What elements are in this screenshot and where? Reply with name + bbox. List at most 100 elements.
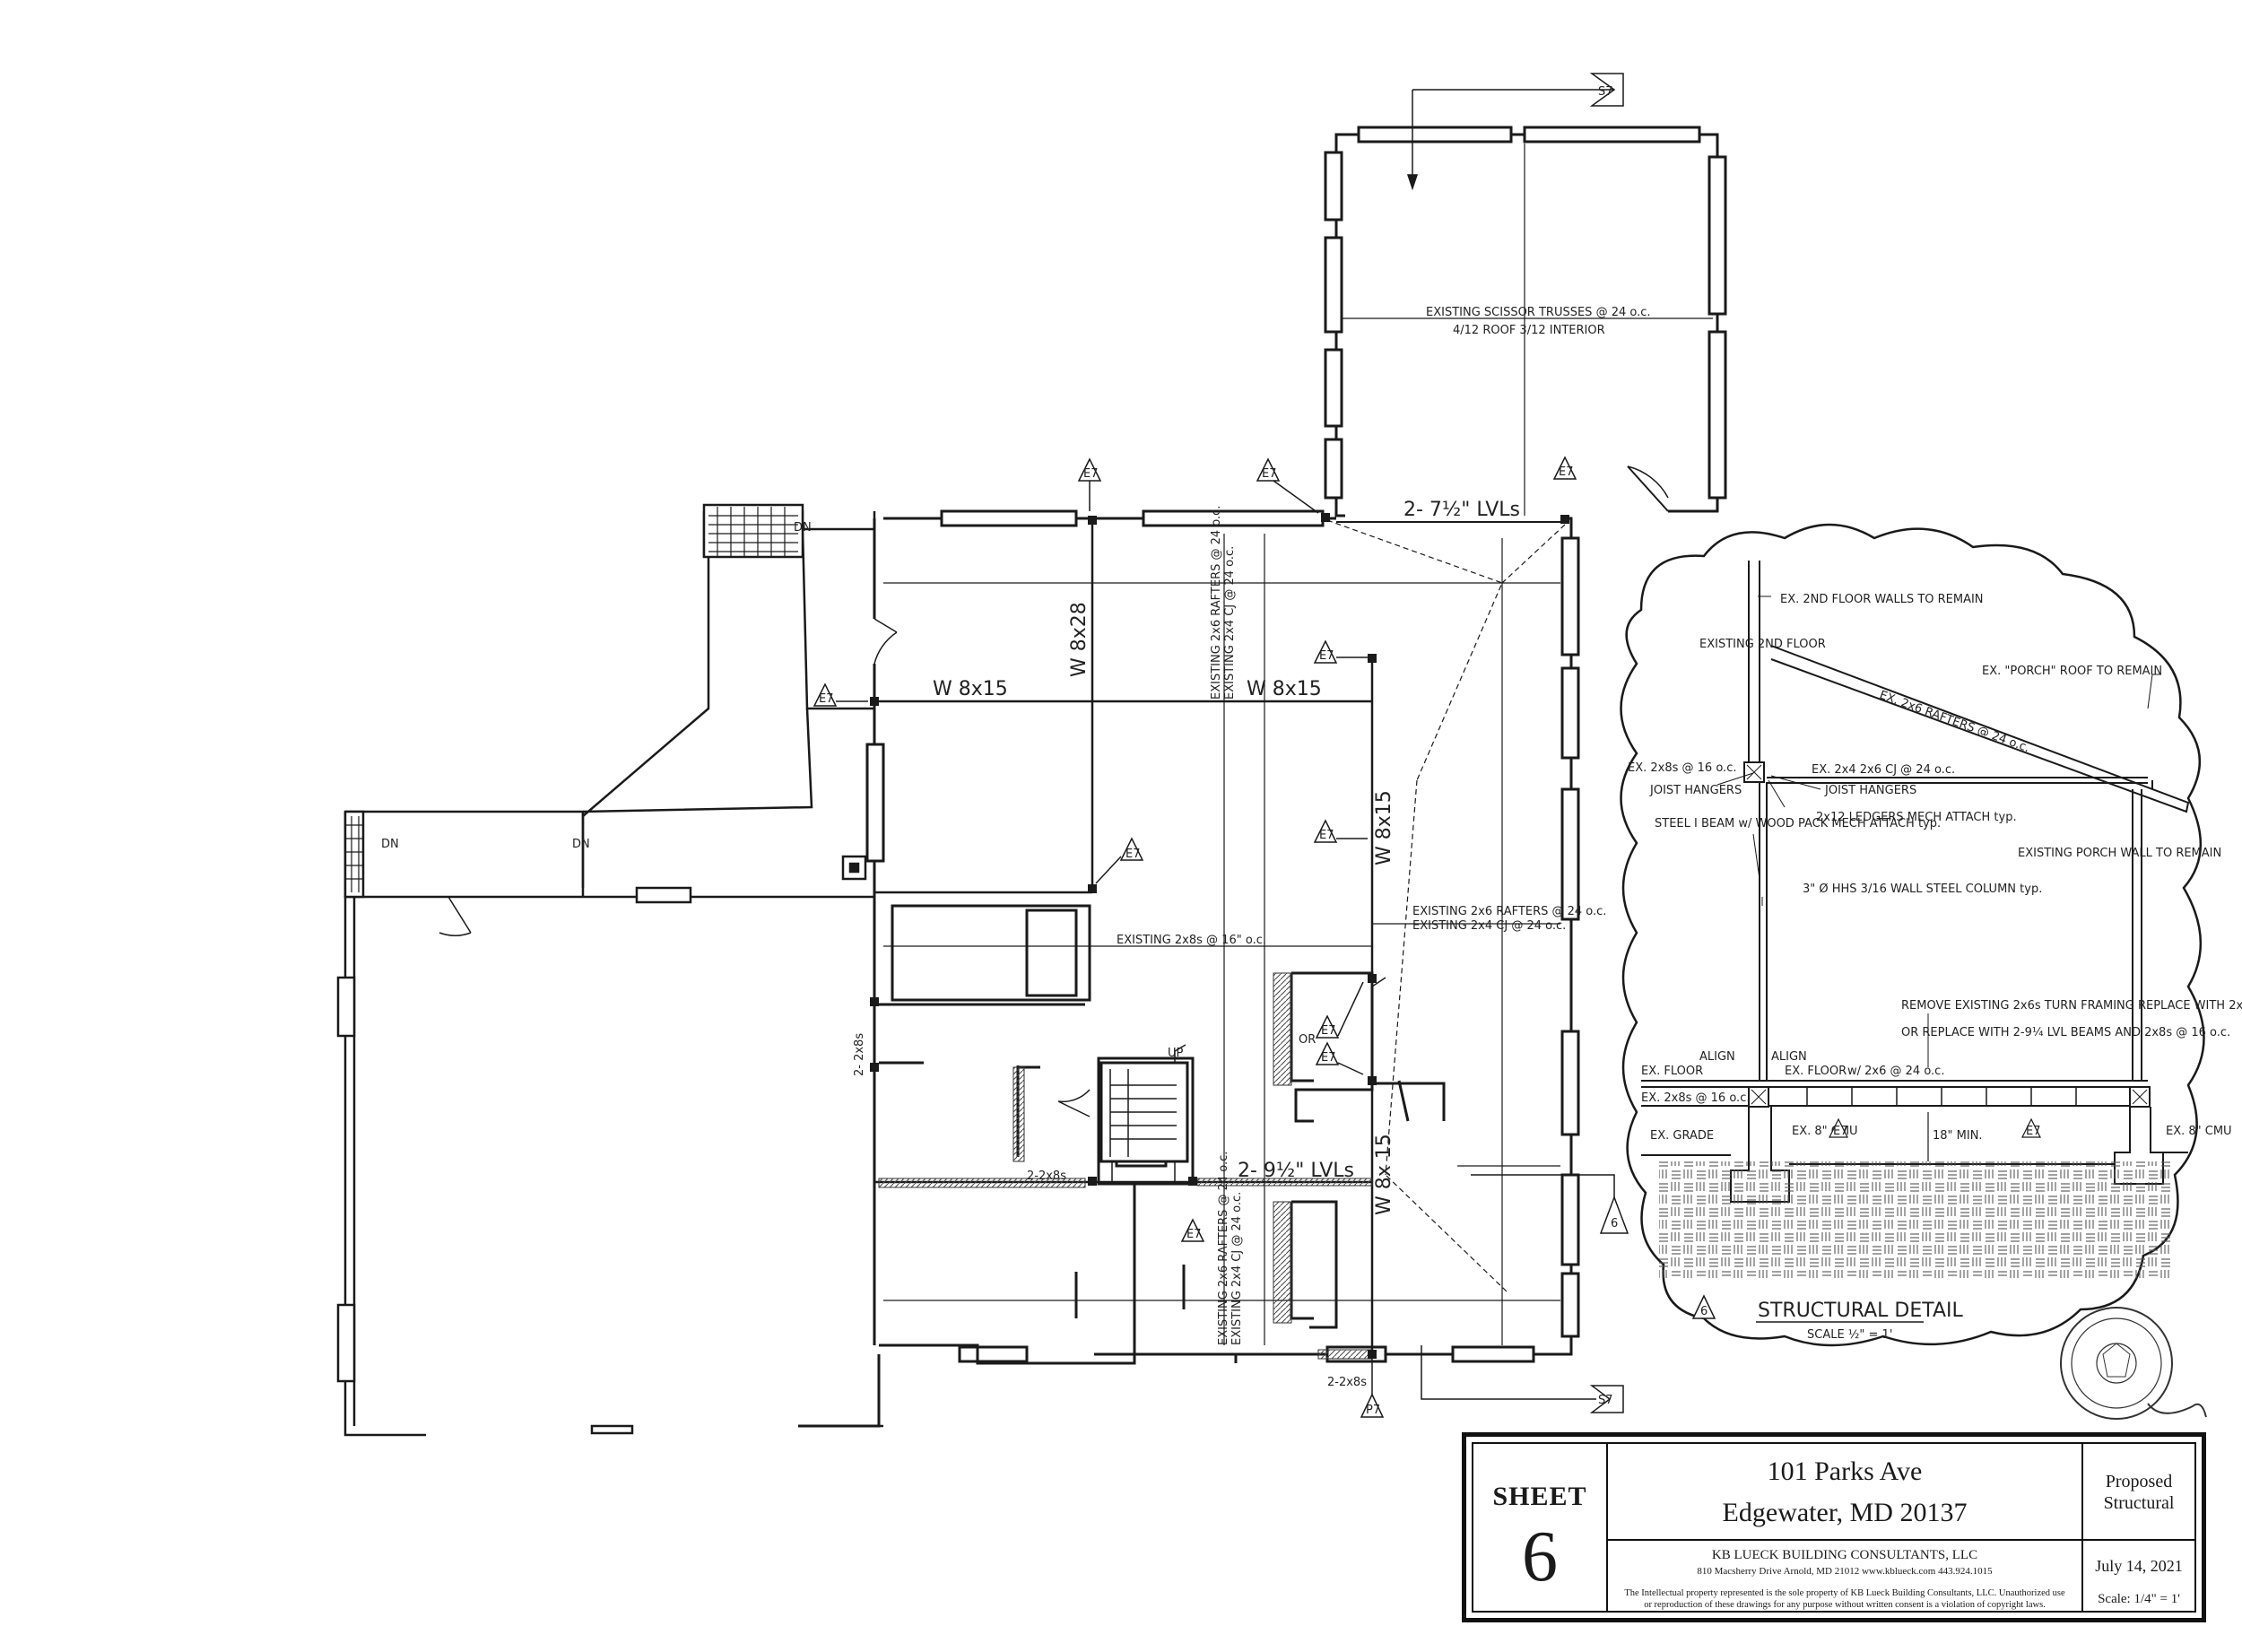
stair-dn-left-label: DN (381, 838, 399, 851)
drawing-date: July 14, 2021 (2095, 1557, 2183, 1575)
stair-dn-top-label: DN (794, 521, 812, 535)
firm-name: KB LUECK BUILDING CONSULTANTS, LLC (1711, 1548, 1978, 1562)
address-line1: 101 Parks Ave (1767, 1456, 1923, 1486)
soil-hatch (1659, 1161, 2170, 1278)
project-address-cell: 101 Parks Ave Edgewater, MD 20137 KB LUE… (1608, 1444, 2083, 1611)
note-cmu-right: EX. 8" CMU (2166, 1125, 2232, 1138)
svg-text:E7: E7 (1262, 467, 1277, 481)
joist-span-lines (883, 519, 1566, 1345)
svg-text:S7: S7 (1598, 85, 1613, 99)
lvl-mid-label: 2- 9½" LVLs (1238, 1160, 1354, 1182)
interior-walls (879, 904, 1446, 1354)
sheet-cell: SHEET 6 (1473, 1444, 1608, 1611)
note-or-replace: OR REPLACE WITH 2-9¼ LVL BEAMS AND 2x8s … (1901, 1026, 2230, 1039)
plan-labels: W 8x15 W 8x15 W 8x28 W 8x15 W 8x 15 2- 7… (381, 306, 1651, 1389)
pe-seal (2060, 1307, 2207, 1420)
detail-marker-e7-left: E7 (1833, 1125, 1848, 1138)
marker-e7-6: E7 (1313, 819, 1368, 843)
note-ex-floor-right: EX. FLOOR (1785, 1065, 1847, 1078)
stair-dn-right-label: DN (572, 838, 590, 851)
headers-2x8-left-label: 2- 2x8s (853, 1033, 866, 1076)
headers-2x8-mid-label: 2-2x8s (1027, 1169, 1066, 1183)
address-line2: Edgewater, MD 20137 (1722, 1498, 1968, 1527)
drawing-scale: Scale: 1/4" = 1' (2098, 1592, 2180, 1606)
headers-2x8-bottom-label: 2-2x8s (1327, 1376, 1367, 1389)
note-cj: EX. 2x4 2x6 CJ @ 24 o.c. (1812, 763, 1955, 777)
svg-text:E7: E7 (1321, 1024, 1336, 1038)
note-joist-2x6: w/ 2x6 @ 24 o.c. (1847, 1065, 1944, 1078)
note-18-min: 18" MIN. (1933, 1129, 1983, 1143)
marker-e7-1: E7 (1077, 457, 1102, 511)
or-mark: OR (1299, 1033, 1316, 1047)
existing-2x8-label: EXISTING 2x8s @ 16" o.c. (1117, 934, 1266, 947)
beam-w8x15-vert-lower-label: W 8x 15 (1373, 1134, 1395, 1215)
existing-rafters-lower-label: EXISTING 2x6 RAFTERS @ 24 o.c. (1217, 1152, 1230, 1345)
status-cell: Proposed Structural July 14, 2021 Scale:… (2083, 1444, 2194, 1611)
existing-cj-upper-label: EXISTING 2x4 CJ @ 24 o.c. (1223, 546, 1237, 700)
note-existing-2nd-floor: EXISTING 2ND FLOOR (1699, 638, 1826, 651)
section-cut-lines (1406, 89, 1615, 1400)
drawing-status: Proposed Structural (2103, 1472, 2175, 1513)
marker-e7-10: E7 (1180, 1218, 1205, 1242)
detail-marker-e7-right: E7 (2026, 1125, 2041, 1138)
detail-title: STRUCTURAL DETAIL (1758, 1300, 1963, 1322)
copyright-notice: The Intellectual property represented is… (1624, 1588, 2065, 1610)
note-cmu-left: EX. 8" CMU (1792, 1125, 1858, 1138)
structural-detail: EX. 2ND FLOOR WALLS TO REMAIN EXISTING 2… (1620, 523, 2242, 1347)
existing-rafters-upper-label: EXISTING 2x6 RAFTERS @ 24 o.c. (1210, 506, 1223, 700)
svg-text:E7: E7 (1321, 1051, 1336, 1065)
stair-up-label: UP (1168, 1047, 1184, 1060)
note-steel-beam: STEEL I BEAM w/ WOOD PACK MECH ATTACH ty… (1655, 817, 1941, 830)
note-rafters: EX. 2x6 RAFTERS @ 24 o.c. (1878, 689, 2031, 756)
note-joist-hanger-left: JOIST HANGERS (1649, 784, 1742, 797)
scissor-pitch-label: 4/12 ROOF 3/12 INTERIOR (1453, 324, 1605, 337)
sheet-label: SHEET (1492, 1482, 1587, 1511)
lvl-top-label: 2- 7½" LVLs (1403, 499, 1520, 521)
beam-w8x15-vert-upper-label: W 8x15 (1373, 790, 1395, 865)
divider (2083, 1539, 2194, 1541)
beam-w8x15-left-label: W 8x15 (933, 678, 1008, 700)
note-align-right: ALIGN (1771, 1050, 1807, 1064)
note-walls-remain: EX. 2ND FLOOR WALLS TO REMAIN (1780, 593, 1984, 606)
marker-e7-7: E7 (1095, 837, 1144, 884)
svg-text:E7: E7 (819, 692, 834, 706)
note-ledgers: 2x12 LEDGERS MECH ATTACH typ. (1816, 811, 2017, 824)
svg-text:E7: E7 (1083, 467, 1099, 481)
note-ex-2x8-low: EX. 2x8s @ 16 o.c. (1641, 1091, 1750, 1105)
svg-text:E7: E7 (1319, 829, 1334, 842)
main-house-walls (798, 509, 1580, 1428)
columns (870, 513, 1569, 1359)
title-block: SHEET 6 101 Parks Ave Edgewater, MD 2013… (1462, 1432, 2206, 1622)
upper-addition-walls (1324, 126, 1727, 523)
note-ex-2x8: EX. 2x8s @ 16 o.c. (1628, 761, 1736, 775)
divider (1608, 1539, 2081, 1541)
sheet-number: 6 (1522, 1517, 1558, 1596)
marker-s7-bottom: S7 (1589, 1385, 1624, 1413)
existing-rafters-label: EXISTING 2x6 RAFTERS @ 24 o.c. (1412, 905, 1606, 918)
marker-s7-top: S7 (1589, 73, 1624, 107)
note-porch-roof: EX. "PORCH" ROOF TO REMAIN (1982, 665, 2162, 678)
svg-text:S7: S7 (1598, 1394, 1613, 1407)
detail-number: 6 (1700, 1305, 1708, 1318)
note-remove-framing: REMOVE EXISTING 2x6s TURN FRAMING REPLAC… (1901, 999, 2242, 1013)
marker-e7-5: E7 (1313, 639, 1368, 664)
note-ex-floor-left: EX. FLOOR (1641, 1065, 1703, 1078)
svg-text:E7: E7 (1125, 848, 1141, 861)
existing-cj-lower-label: EXISTING 2x4 CJ @ 24 o.c. (1230, 1192, 1244, 1345)
svg-text:E7: E7 (1319, 649, 1334, 663)
left-wing-walls (336, 503, 883, 1437)
marker-e7-4: E7 (813, 683, 868, 707)
svg-text:E7: E7 (1186, 1228, 1202, 1241)
firm-contact: 810 Macsherry Drive Arnold, MD 21012 www… (1697, 1566, 1993, 1577)
svg-text:P7: P7 (1366, 1404, 1380, 1417)
marker-detail-6: 6 (1599, 1195, 1629, 1234)
scissor-trusses-label: EXISTING SCISSOR TRUSSES @ 24 o.c. (1426, 306, 1651, 319)
floor-plan (336, 89, 1727, 1437)
beam-w8x28-label: W 8x28 (1068, 602, 1091, 677)
existing-cj-label: EXISTING 2x4 CJ @ 24 o.c. (1412, 919, 1566, 933)
note-ex-grade: EX. GRADE (1650, 1129, 1714, 1143)
note-joist-hanger-right: JOIST HANGERS (1824, 784, 1916, 797)
marker-e7-8: E7 (1315, 981, 1364, 1039)
hatched-walls (878, 972, 1373, 1360)
detail-scale: SCALE ½" = 1' (1807, 1328, 1892, 1342)
